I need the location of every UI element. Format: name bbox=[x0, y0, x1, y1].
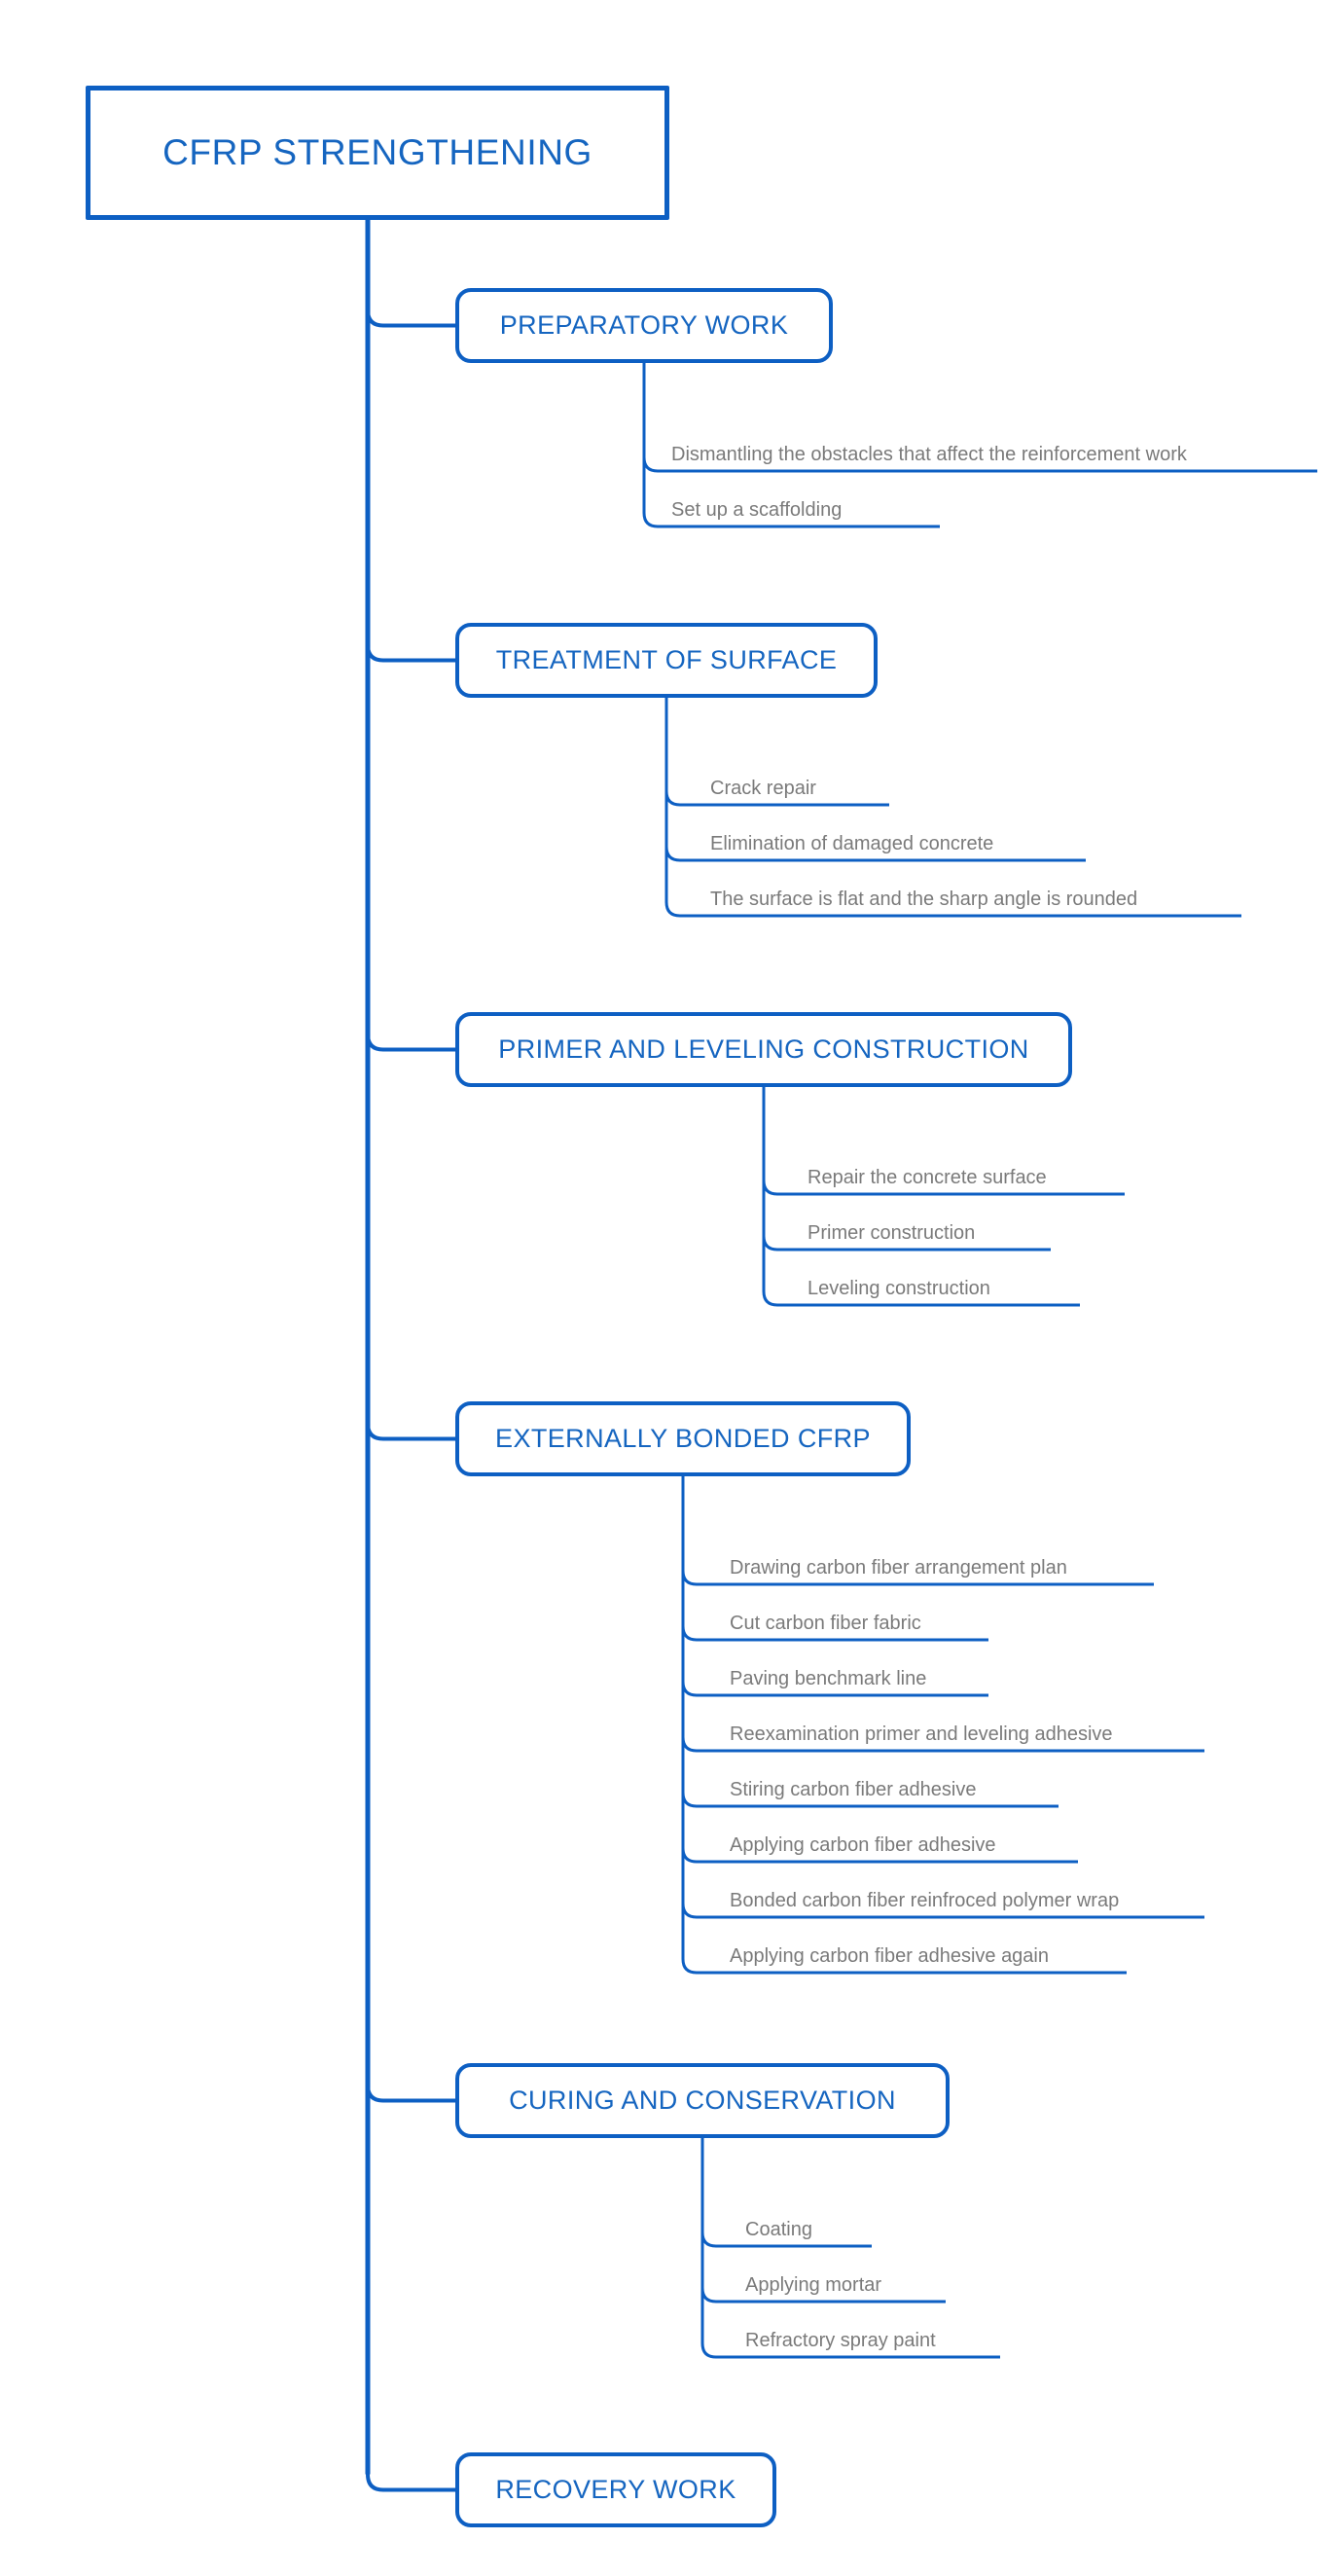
leaf-node-label: Applying carbon fiber adhesive bbox=[730, 1834, 996, 1856]
leaf-node[interactable]: Stiring carbon fiber adhesive bbox=[730, 1777, 976, 1802]
leaf-node-label: Cut carbon fiber fabric bbox=[730, 1613, 921, 1634]
leaf-node-label: Crack repair bbox=[710, 778, 816, 799]
leaf-node[interactable]: Crack repair bbox=[710, 776, 816, 801]
branch-node-label: PREPARATORY WORK bbox=[499, 310, 789, 340]
branch-node-label: EXTERNALLY BONDED CFRP bbox=[495, 1424, 871, 1453]
leaf-node-label: Drawing carbon fiber arrangement plan bbox=[730, 1557, 1067, 1578]
leaf-node-label: Primer construction bbox=[808, 1222, 976, 1244]
branch-node-treatment-of-surface[interactable]: TREATMENT OF SURFACE bbox=[455, 623, 878, 698]
leaf-node[interactable]: Coating bbox=[745, 2217, 812, 2242]
leaf-node-label: Applying mortar bbox=[745, 2274, 882, 2296]
leaf-node[interactable]: Elimination of damaged concrete bbox=[710, 831, 993, 856]
branch-node-externally-bonded-cfrp[interactable]: EXTERNALLY BONDED CFRP bbox=[455, 1401, 911, 1476]
leaf-node[interactable]: Set up a scaffolding bbox=[671, 497, 842, 523]
branch-node-recovery-work[interactable]: RECOVERY WORK bbox=[455, 2452, 776, 2527]
leaf-node-label: Refractory spray paint bbox=[745, 2330, 936, 2351]
branch-node-preparatory-work[interactable]: PREPARATORY WORK bbox=[455, 288, 833, 363]
branch-node-curing-and-conservation[interactable]: CURING AND CONSERVATION bbox=[455, 2063, 950, 2138]
leaf-node-label: Paving benchmark line bbox=[730, 1668, 927, 1689]
leaf-node-label: Repair the concrete surface bbox=[808, 1167, 1047, 1188]
leaf-node-label: Coating bbox=[745, 2219, 812, 2240]
leaf-node[interactable]: The surface is flat and the sharp angle … bbox=[710, 887, 1137, 912]
leaf-node-label: Set up a scaffolding bbox=[671, 499, 843, 521]
branch-node-label: CURING AND CONSERVATION bbox=[509, 2086, 896, 2115]
leaf-node-label: Applying carbon fiber adhesive again bbox=[730, 1945, 1049, 1967]
leaf-node[interactable]: Leveling construction bbox=[808, 1276, 990, 1301]
leaf-node[interactable]: Reexamination primer and leveling adhesi… bbox=[730, 1722, 1113, 1747]
leaf-node[interactable]: Paving benchmark line bbox=[730, 1666, 926, 1691]
branch-node-primer-and-leveling-construction[interactable]: PRIMER AND LEVELING CONSTRUCTION bbox=[455, 1012, 1072, 1087]
leaf-node[interactable]: Applying carbon fiber adhesive bbox=[730, 1832, 996, 1858]
leaf-node[interactable]: Bonded carbon fiber reinfroced polymer w… bbox=[730, 1888, 1119, 1913]
leaf-node-label: The surface is flat and the sharp angle … bbox=[710, 889, 1138, 910]
branch-node-label: PRIMER AND LEVELING CONSTRUCTION bbox=[498, 1034, 1029, 1064]
leaf-node-label: Bonded carbon fiber reinfroced polymer w… bbox=[730, 1890, 1120, 1911]
leaf-node[interactable]: Cut carbon fiber fabric bbox=[730, 1611, 921, 1636]
leaf-node[interactable]: Dismantling the obstacles that affect th… bbox=[671, 442, 1187, 467]
leaf-node[interactable]: Refractory spray paint bbox=[745, 2328, 936, 2353]
root-node-label: CFRP STRENGTHENING bbox=[162, 132, 592, 172]
leaf-node[interactable]: Repair the concrete surface bbox=[808, 1165, 1047, 1190]
leaf-node-label: Stiring carbon fiber adhesive bbox=[730, 1779, 977, 1800]
leaf-node-label: Leveling construction bbox=[808, 1278, 990, 1299]
leaf-node[interactable]: Applying mortar bbox=[745, 2272, 881, 2298]
branch-node-label: TREATMENT OF SURFACE bbox=[495, 645, 838, 674]
leaf-node[interactable]: Drawing carbon fiber arrangement plan bbox=[730, 1555, 1067, 1580]
leaf-node[interactable]: Applying carbon fiber adhesive again bbox=[730, 1943, 1049, 1969]
leaf-node[interactable]: Primer construction bbox=[808, 1220, 975, 1246]
leaf-node-label: Dismantling the obstacles that affect th… bbox=[671, 444, 1187, 465]
leaf-node-label: Reexamination primer and leveling adhesi… bbox=[730, 1723, 1113, 1745]
branch-node-label: RECOVERY WORK bbox=[495, 2475, 736, 2504]
leaf-node-label: Elimination of damaged concrete bbox=[710, 833, 994, 854]
root-node[interactable]: CFRP STRENGTHENING bbox=[86, 86, 669, 220]
